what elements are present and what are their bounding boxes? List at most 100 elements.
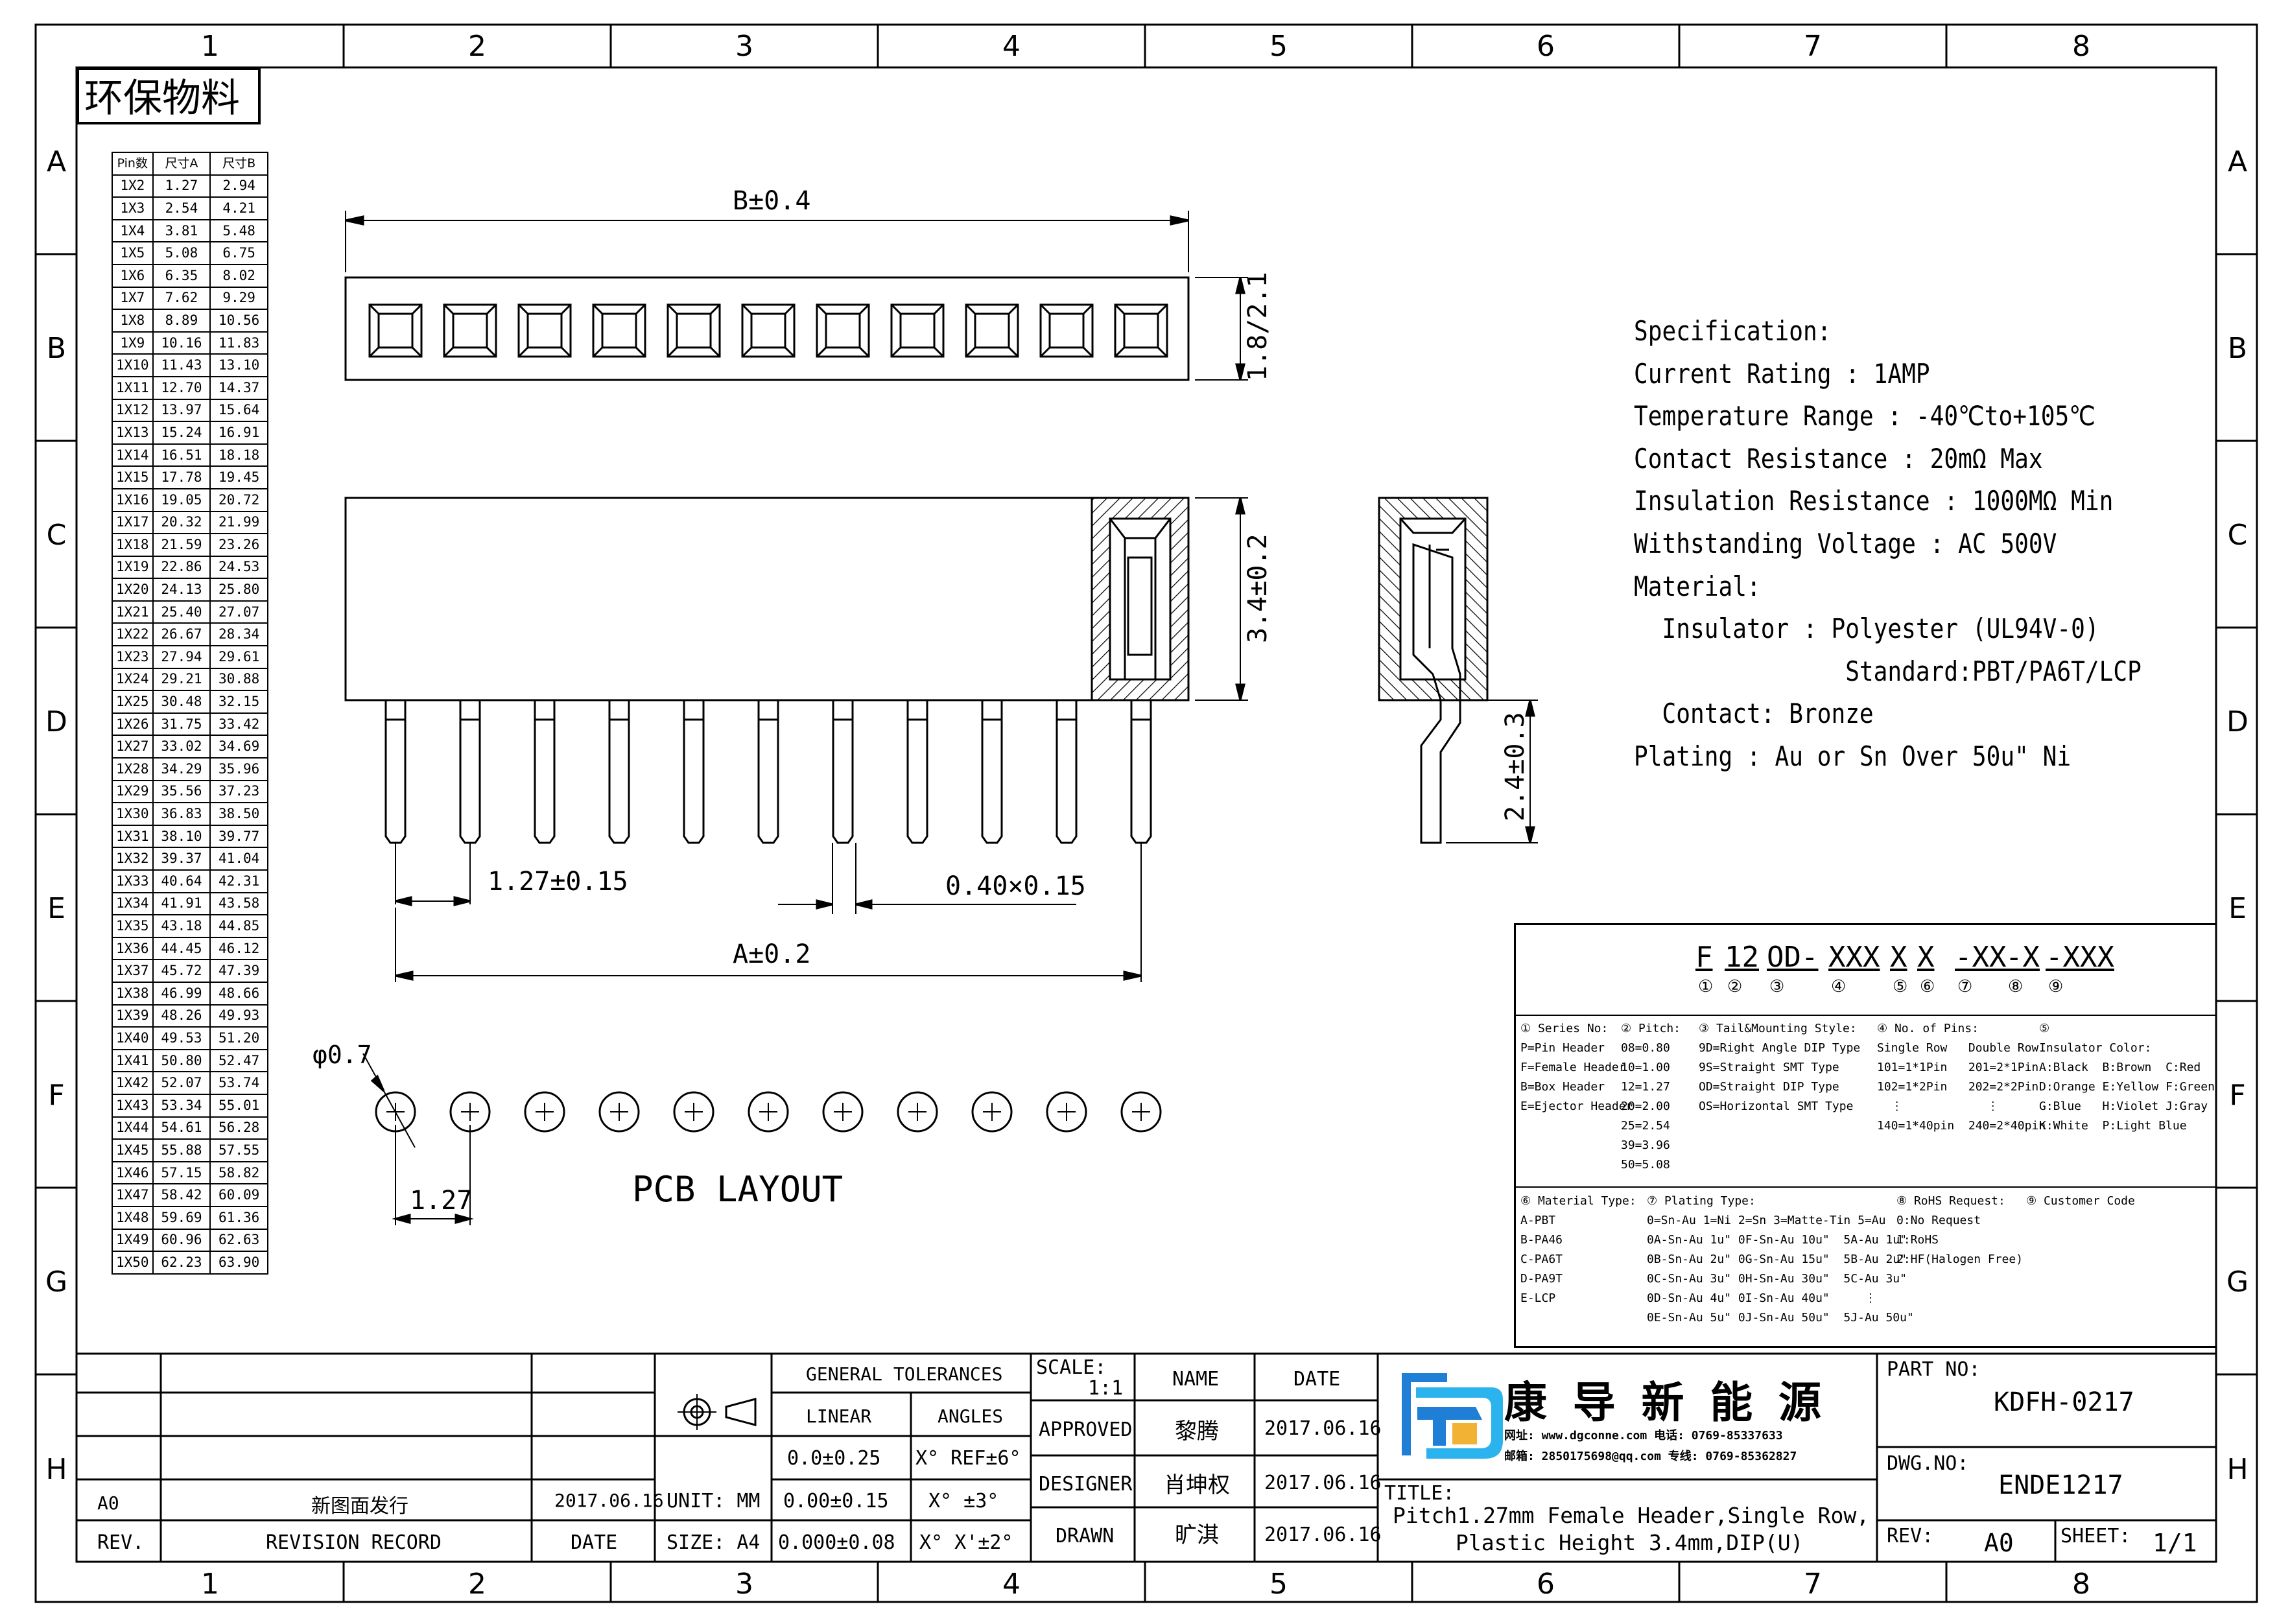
dim-a-cell: 57.15	[152, 1160, 211, 1185]
contact-window	[890, 303, 945, 358]
dim-b-cell: 21.99	[209, 510, 268, 535]
dim-b-cell: 14.37	[209, 375, 268, 400]
scale-value: 1:1	[1088, 1377, 1124, 1400]
pin-count-cell: 1X22	[112, 622, 154, 647]
company-contact-1: 网址: www.dgconne.com 电话: 0769-85337633	[1504, 1429, 1783, 1442]
top-view	[344, 211, 1248, 381]
pin-count-cell: 1X38	[112, 981, 154, 1006]
angle-3: X° X'±2°	[919, 1531, 1013, 1554]
plating-legend-line: 0D-Sn-Au 4u" 0I-Sn-Au 40u" ⋮	[1647, 1291, 1876, 1305]
zone-column-label: 2	[468, 1568, 486, 1601]
zone-column-label: 2	[468, 30, 486, 63]
dim-a-cell: 7.62	[152, 286, 211, 311]
pin-lead	[981, 700, 1003, 844]
part-code-box	[1514, 923, 2216, 1348]
dim-b-cell: 32.15	[209, 690, 268, 714]
pins-legend-line: Single Row Double Row	[1877, 1041, 2039, 1055]
pin-count-cell: 1X16	[112, 488, 154, 512]
zone-column-label: 1	[201, 1568, 219, 1601]
pcb-hole	[971, 1091, 1013, 1133]
code-segment-index: ④	[1831, 977, 1847, 996]
dim-a-cell: 36.83	[152, 802, 211, 826]
tail-legend-line: ③ Tail&Mounting Style:	[1699, 1022, 1857, 1035]
zone-column-label: 4	[1002, 30, 1021, 63]
zone-column-label: 8	[2072, 1568, 2090, 1601]
zone-row-label: F	[2229, 1079, 2246, 1112]
pin-lead	[1056, 700, 1078, 844]
designer-name: 肖坤权	[1164, 1472, 1230, 1498]
front-view	[344, 497, 1248, 982]
pin-count-cell: 1X20	[112, 578, 154, 602]
plating-legend: ⑦ Plating Type:0=Sn-Au 1=Ni 2=Sn 3=Matte…	[1647, 1192, 1914, 1328]
pin-count-cell: 1X40	[112, 1026, 154, 1050]
dim-a-header: 尺寸A	[152, 152, 211, 176]
contact-window	[1114, 303, 1168, 358]
pin-count-cell: 1X5	[112, 241, 154, 265]
code-segment-index: ③	[1769, 977, 1785, 996]
plating-legend-line: 0A-Sn-Au 1u" 0F-Sn-Au 10u" 5A-Au 1u"	[1647, 1233, 1907, 1247]
pitch-legend-line: 12=1.27	[1621, 1080, 1670, 1094]
zone-row-label: D	[45, 705, 67, 738]
pin-count-cell: 1X30	[112, 802, 154, 826]
dim-b-cell: 27.07	[209, 600, 268, 624]
pcb-hole	[598, 1091, 640, 1133]
zone-row-label: E	[47, 892, 65, 925]
code-segment-index: ⑧	[2008, 977, 2024, 996]
pin-count-cell: 1X41	[112, 1048, 154, 1073]
dim-a-cell: 33.02	[152, 735, 211, 759]
dim-b-cell: 8.02	[209, 263, 268, 288]
pitch-legend-line: 39=3.96	[1621, 1138, 1670, 1152]
code-segment-index: ⑦	[1957, 977, 1973, 996]
revision-text: 新图面发行	[311, 1495, 408, 1518]
dim-a-cell: 46.99	[152, 981, 211, 1006]
dim-a-cell: 54.61	[152, 1116, 211, 1140]
material-legend-line: ⑥ Material Type:	[1520, 1194, 1636, 1208]
zone-column-label: 7	[1804, 1568, 1822, 1601]
size-label: SIZE: A4	[667, 1531, 761, 1554]
zone-row-label: B	[2227, 332, 2248, 365]
dim-a-cell: 40.64	[152, 869, 211, 893]
pin-count-cell: 1X11	[112, 375, 154, 400]
dim-a-cell: 11.43	[152, 353, 211, 377]
dim-b-cell: 33.42	[209, 712, 268, 736]
rev-header: REV.	[97, 1531, 145, 1554]
dim-a-cell: 26.67	[152, 622, 211, 647]
contact-window	[443, 303, 497, 358]
pin-count-cell: 1X35	[112, 914, 154, 938]
pin-count-cell: 1X27	[112, 735, 154, 759]
date-header-2: DATE	[1293, 1368, 1341, 1391]
pin-count-cell: 1X9	[112, 331, 154, 355]
part-no-value: KDFH-0217	[1994, 1387, 2134, 1417]
pin-count-cell: 1X37	[112, 959, 154, 983]
dim-b-cell: 44.85	[209, 914, 268, 938]
pin-count-cell: 1X29	[112, 779, 154, 804]
dim-b-cell: 28.34	[209, 622, 268, 647]
angle-1: X° REF±6°	[915, 1447, 1021, 1470]
dim-a-cell: 20.32	[152, 510, 211, 535]
zone-column-label: 8	[2072, 30, 2090, 63]
drawn-name: 旷淇	[1175, 1522, 1219, 1548]
pin-count-cell: 1X26	[112, 712, 154, 736]
color-legend-line: D:Orange E:Yellow F:Green	[2039, 1080, 2215, 1094]
dim-b-cell: 46.12	[209, 936, 268, 961]
dim-b-cell: 37.23	[209, 779, 268, 804]
dim-a-cell: 10.16	[152, 331, 211, 355]
dim-b-label: B±0.4	[733, 186, 811, 216]
